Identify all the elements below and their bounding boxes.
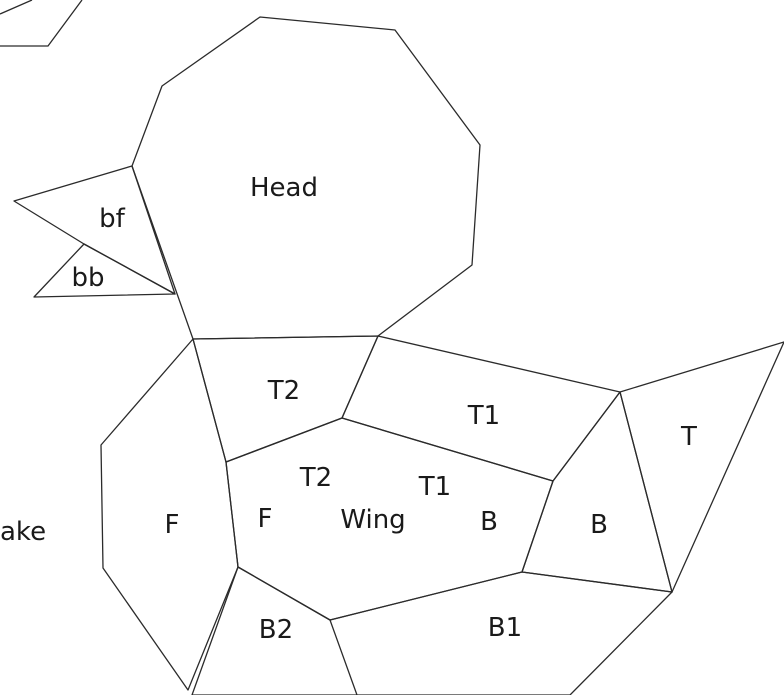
label-back-inner: B <box>480 507 498 537</box>
label-top1-upper: T1 <box>467 401 500 431</box>
label-bill-back: bb <box>71 263 104 293</box>
label-head: Head <box>250 173 318 203</box>
label-back-outer: B <box>590 510 608 540</box>
label-bottom2: B2 <box>259 615 293 645</box>
label-wing: Wing <box>340 505 405 535</box>
partial-piece-top-left <box>0 0 82 46</box>
label-side-partial: ake <box>0 517 46 547</box>
label-tail: T <box>680 422 697 452</box>
label-front-left: F <box>165 510 180 540</box>
label-top1-lower: T1 <box>418 472 451 502</box>
label-front-inner: F <box>258 504 273 534</box>
label-bill-front: bf <box>99 204 126 234</box>
label-bottom1: B1 <box>488 613 522 643</box>
back-outer-piece <box>522 392 672 592</box>
label-top2-lower: T2 <box>299 463 332 493</box>
tail-piece <box>620 342 784 592</box>
label-top2-upper: T2 <box>267 376 300 406</box>
